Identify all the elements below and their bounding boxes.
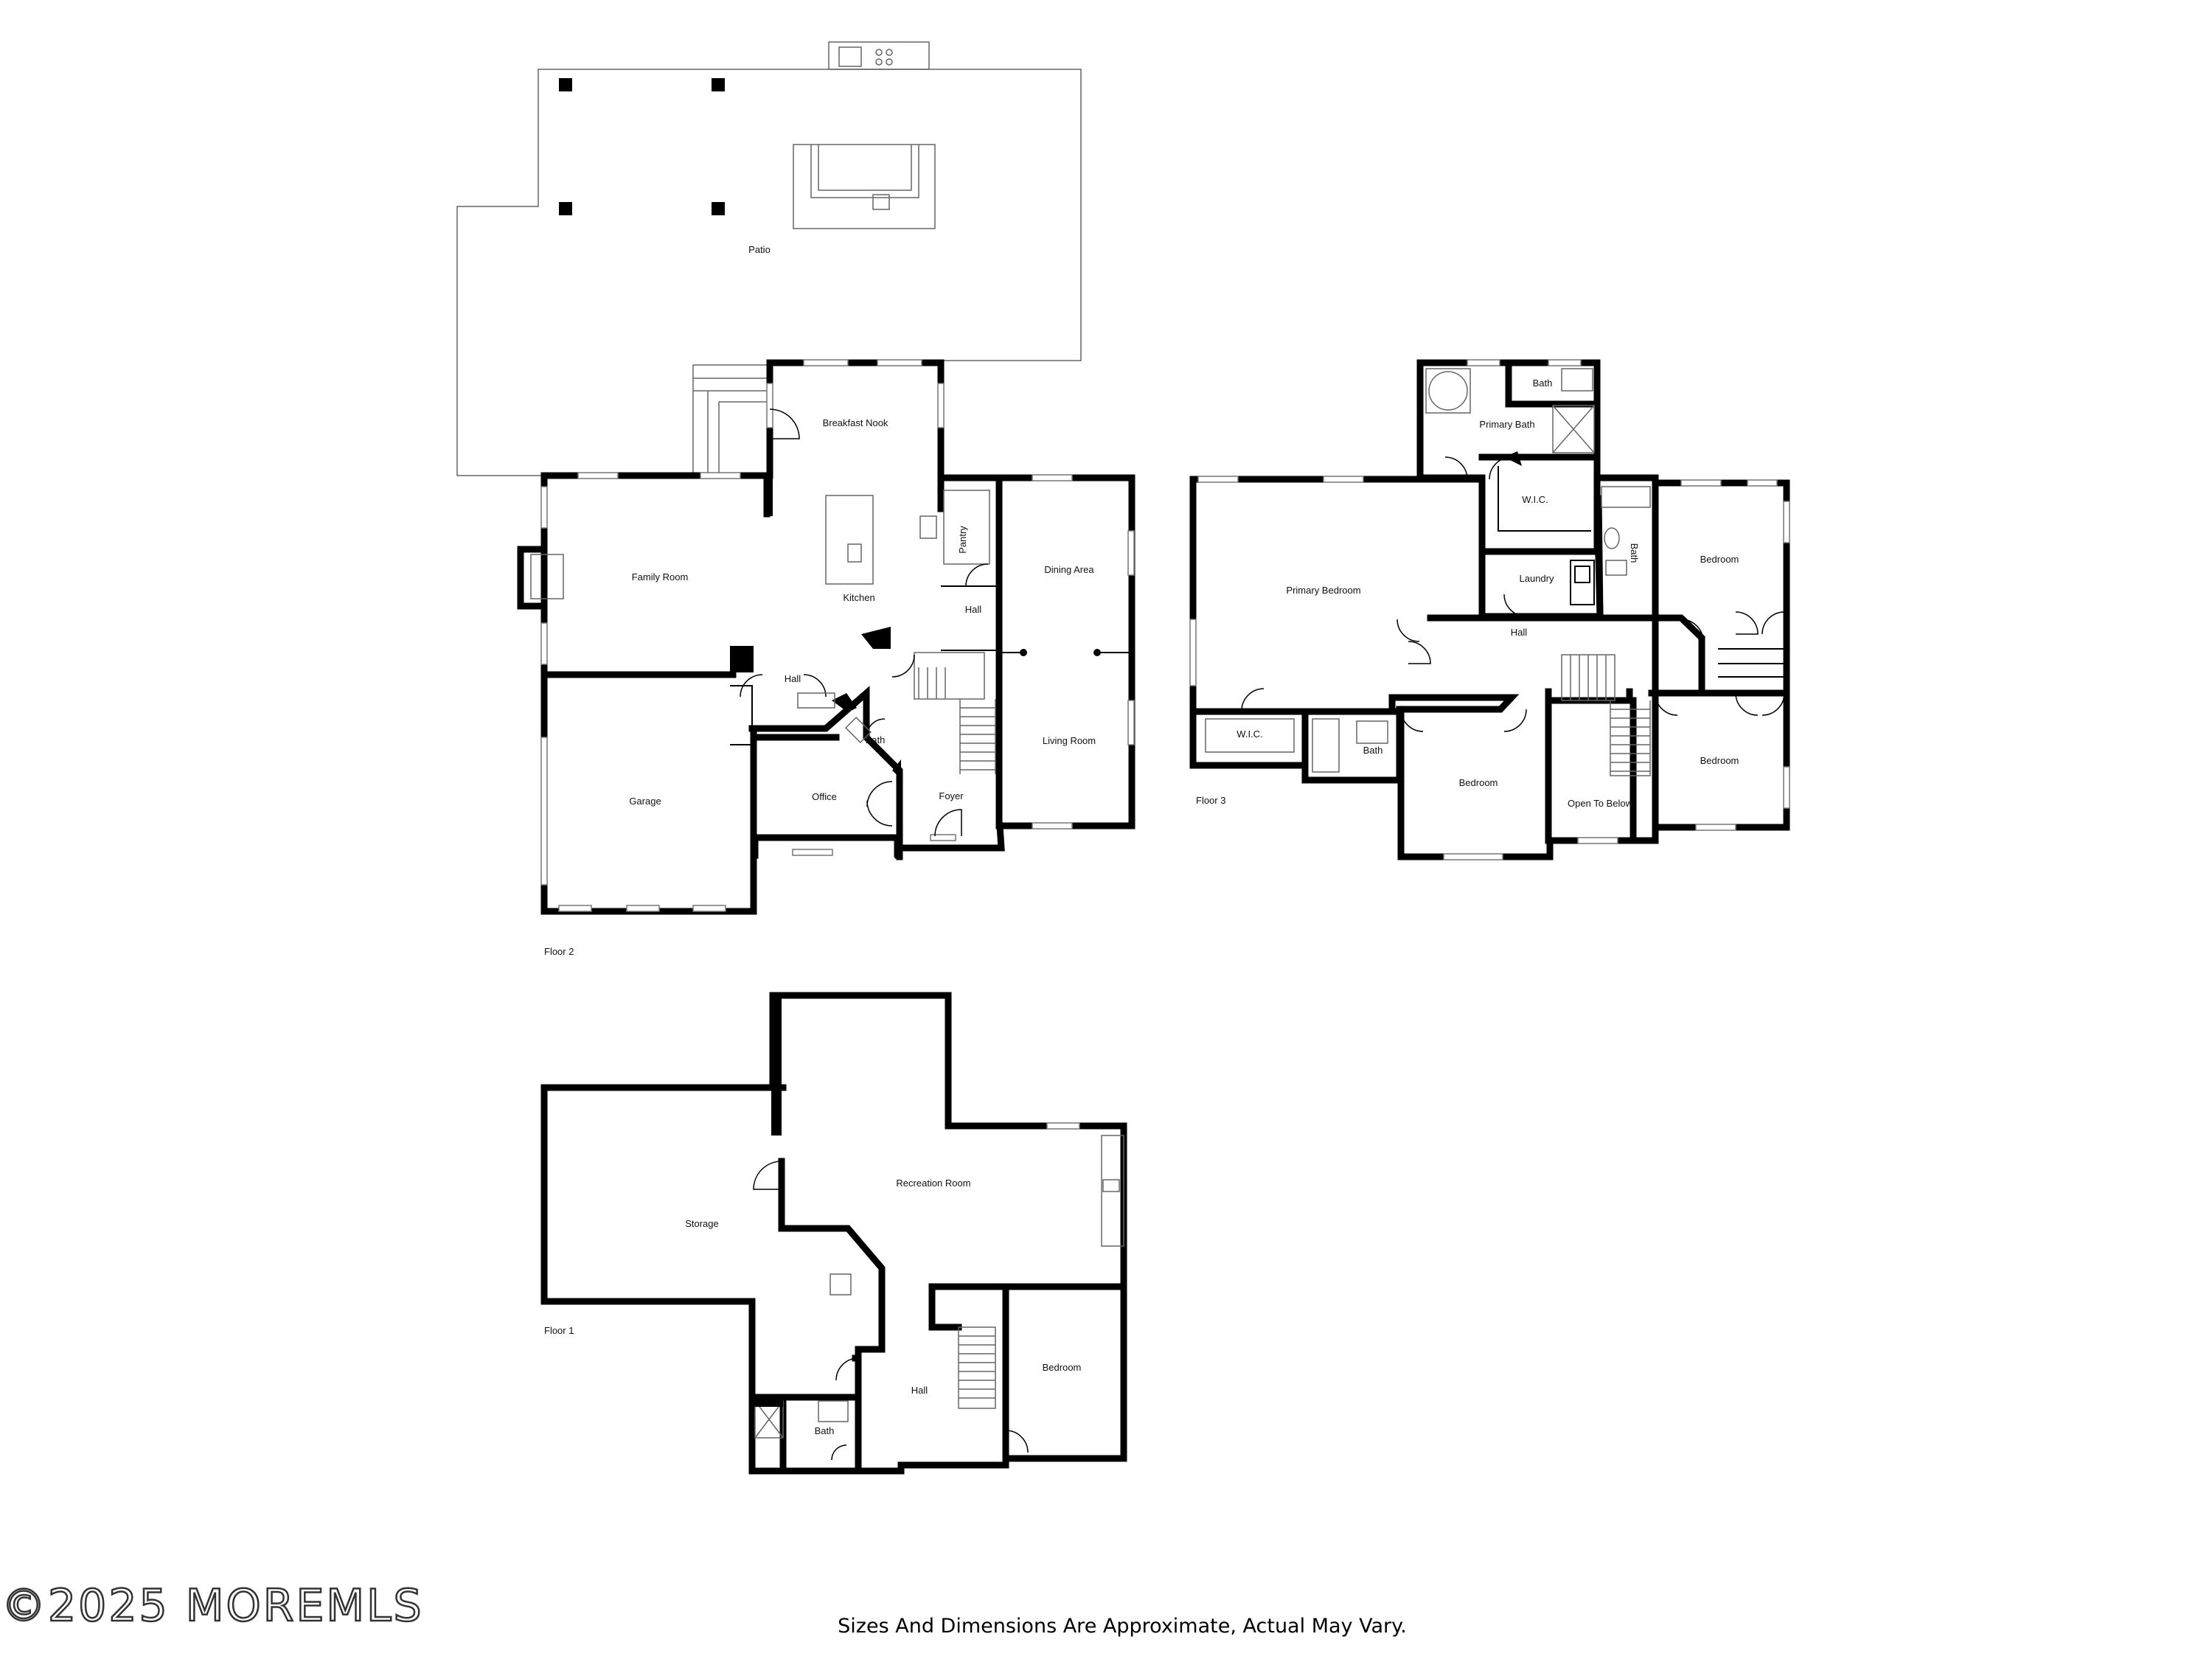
room-label-wic-top: W.I.C. — [1522, 494, 1548, 505]
floor-1-plan — [540, 992, 1127, 1475]
room-label-bedroom-se: Bedroom — [1700, 755, 1739, 766]
watermark: ©2025 MOREMLS — [1, 1580, 424, 1632]
room-label-storage: Storage — [685, 1218, 719, 1229]
room-label-bedroom-s: Bedroom — [1459, 777, 1498, 788]
outdoor-kitchen — [793, 144, 936, 229]
room-label-dining-area: Dining Area — [1044, 564, 1094, 575]
room-label-open-to-below: Open To Below — [1568, 798, 1633, 809]
room-label-wic-bottom: W.I.C. — [1237, 728, 1262, 740]
room-label-foyer: Foyer — [939, 790, 964, 801]
floor-1-walls — [540, 992, 1127, 1475]
wet-bar — [1101, 1135, 1124, 1247]
room-label-bath: Bath — [815, 1425, 835, 1436]
room-label-living-room: Living Room — [1043, 735, 1096, 746]
floor-3-label: Floor 3 — [1196, 795, 1225, 806]
room-label-primary-bath: Primary Bath — [1479, 419, 1534, 430]
patio-column — [712, 202, 725, 215]
room-label-hall-kitchen: Hall — [965, 604, 982, 615]
stairs-floor-1 — [958, 1326, 996, 1409]
room-label-garage: Garage — [629, 796, 661, 807]
floor-2-label: Floor 2 — [544, 946, 574, 957]
patio-steps — [693, 378, 770, 476]
patio-column — [712, 78, 725, 91]
room-label-bedroom: Bedroom — [1043, 1362, 1082, 1373]
patio-column — [559, 202, 572, 215]
room-label-hall: Hall — [1511, 627, 1528, 638]
room-label-bedroom-ne: Bedroom — [1700, 554, 1739, 565]
stairs-floor-3 — [1561, 654, 1651, 776]
room-label-breakfast-nook: Breakfast Nook — [823, 417, 888, 428]
room-label-patio: Patio — [748, 244, 771, 255]
grill — [828, 41, 930, 70]
disclaimer: Sizes And Dimensions Are Approximate, Ac… — [838, 1615, 1407, 1638]
kitchen-island — [825, 495, 874, 585]
room-label-pantry: Pantry — [957, 526, 968, 554]
stairs-floor-2 — [914, 652, 996, 774]
room-label-hall-center: Hall — [785, 673, 801, 684]
patio-column — [559, 78, 572, 91]
room-label-primary-bedroom: Primary Bedroom — [1286, 585, 1360, 596]
room-label-bath-right: Bath — [1629, 543, 1640, 563]
room-label-recreation-room: Recreation Room — [896, 1178, 970, 1189]
room-label-kitchen: Kitchen — [843, 592, 874, 603]
pantry-shelves — [943, 490, 990, 565]
floor-2-plan — [456, 41, 1135, 915]
room-label-laundry: Laundry — [1520, 573, 1554, 584]
patio-outline — [456, 69, 1082, 476]
room-label-bath-bottom: Bath — [1363, 745, 1383, 756]
floor-1-label: Floor 1 — [544, 1325, 574, 1336]
room-label-family-room: Family Room — [632, 571, 689, 582]
fireplace — [517, 546, 548, 610]
room-label-hall: Hall — [911, 1385, 928, 1396]
room-label-bath-top: Bath — [1533, 378, 1553, 389]
room-label-bath: Bath — [866, 734, 886, 745]
room-label-office: Office — [812, 791, 837, 802]
floor-3-plan — [1189, 359, 1790, 860]
